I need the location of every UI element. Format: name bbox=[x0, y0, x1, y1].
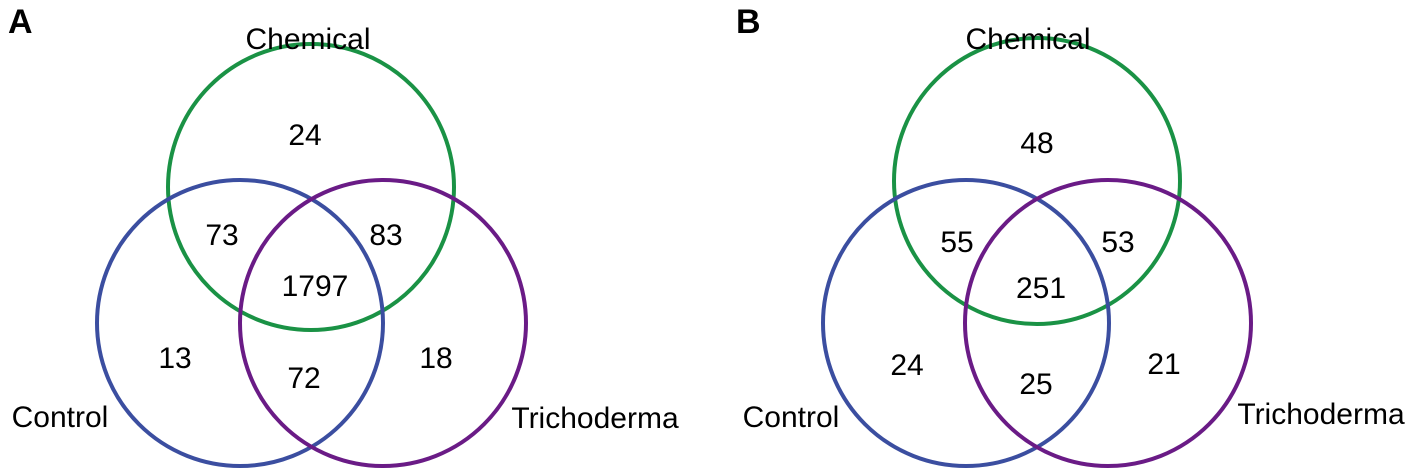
circle-trichoderma-a bbox=[238, 178, 528, 468]
count-chemical-only-a: 24 bbox=[288, 119, 321, 152]
count-control-trichoderma-a: 72 bbox=[287, 362, 320, 395]
count-trichoderma-only-a: 18 bbox=[419, 342, 452, 375]
label-control-a: Control bbox=[12, 401, 109, 434]
label-chemical-b: Chemical bbox=[965, 23, 1090, 56]
count-trichoderma-only-b: 21 bbox=[1147, 348, 1180, 381]
count-all-three-b: 251 bbox=[1016, 272, 1066, 305]
label-trichoderma-b: Trichoderma bbox=[1237, 398, 1405, 431]
circle-chemical-b bbox=[892, 36, 1182, 326]
circle-control-a bbox=[95, 178, 385, 468]
panel-letter-b: B bbox=[736, 3, 761, 41]
count-chemical-control-a: 73 bbox=[205, 219, 238, 252]
count-chemical-control-b: 55 bbox=[940, 226, 973, 259]
panel-letter-a: A bbox=[8, 3, 33, 41]
count-chemical-trichoderma-a: 83 bbox=[369, 219, 402, 252]
count-control-trichoderma-b: 25 bbox=[1019, 368, 1052, 401]
venn-panel-a: A Chemical Control Trichoderma 24 73 83 … bbox=[8, 3, 679, 468]
label-trichoderma-a: Trichoderma bbox=[511, 402, 679, 435]
count-control-only-a: 13 bbox=[158, 342, 191, 375]
circle-trichoderma-b bbox=[963, 178, 1253, 468]
count-all-three-a: 1797 bbox=[282, 270, 349, 303]
count-chemical-only-b: 48 bbox=[1020, 127, 1053, 160]
label-control-b: Control bbox=[743, 401, 840, 434]
count-chemical-trichoderma-b: 53 bbox=[1101, 226, 1134, 259]
label-chemical-a: Chemical bbox=[245, 23, 370, 56]
venn-panel-b: B Chemical Control Trichoderma 48 55 53 … bbox=[736, 3, 1405, 468]
circle-control-b bbox=[821, 178, 1111, 468]
circle-chemical-a bbox=[166, 42, 456, 332]
count-control-only-b: 24 bbox=[890, 349, 923, 382]
